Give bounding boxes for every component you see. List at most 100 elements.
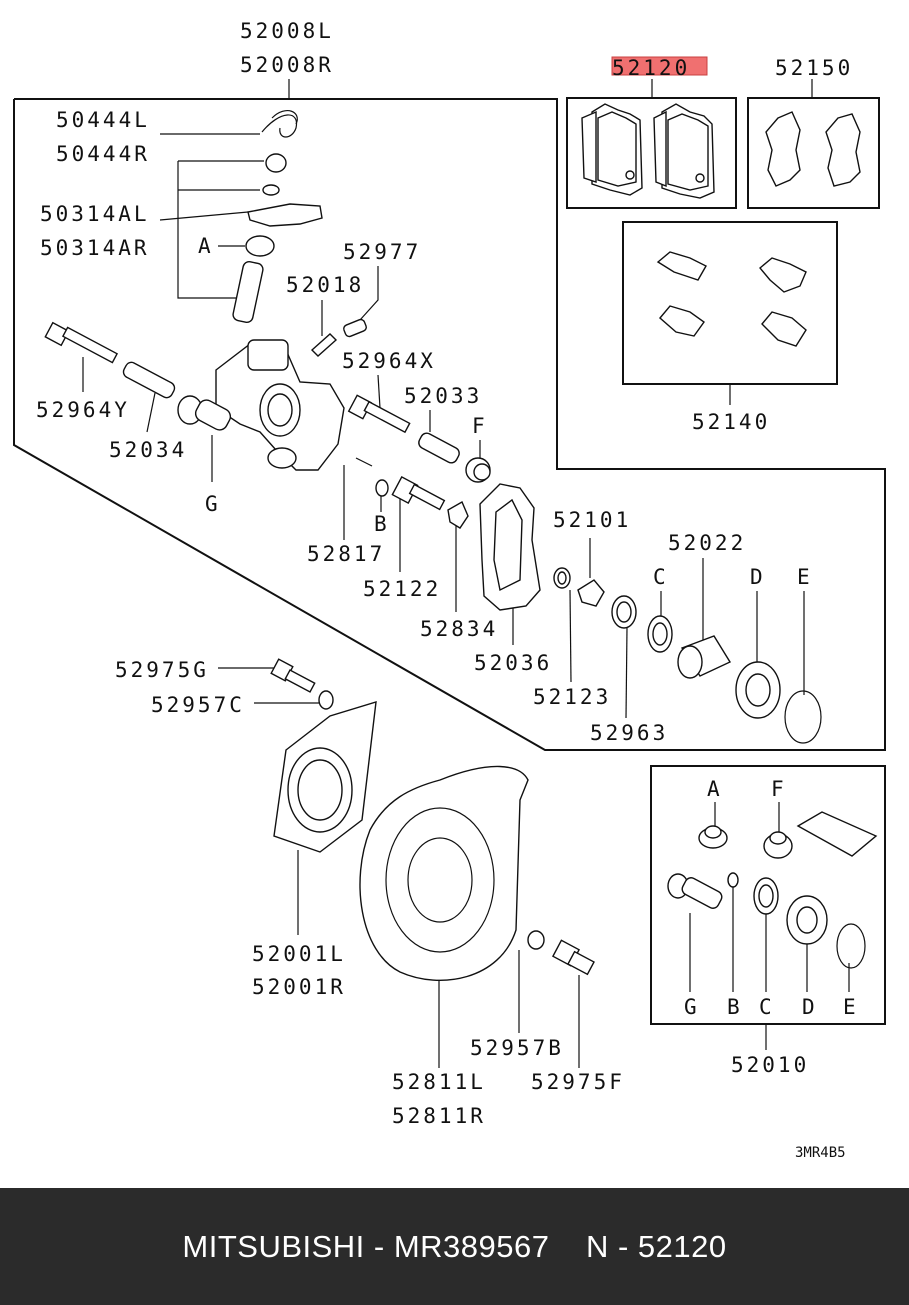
label-50314AR[interactable]: 50314AR xyxy=(40,236,150,260)
washer-B[interactable] xyxy=(375,479,389,497)
label-52963[interactable]: 52963 xyxy=(590,721,668,745)
washer[interactable] xyxy=(262,184,280,196)
label-50444L[interactable]: 50444L xyxy=(56,108,150,132)
label-52036[interactable]: 52036 xyxy=(474,651,552,675)
pin-52034[interactable] xyxy=(121,360,176,399)
label-52977[interactable]: 52977 xyxy=(343,240,421,264)
caliper-body[interactable] xyxy=(215,339,345,471)
label-52008R[interactable]: 52008R xyxy=(240,53,334,77)
label-C-kit[interactable]: C xyxy=(759,995,775,1019)
pin-52033[interactable] xyxy=(417,431,462,465)
label-A-caliper[interactable]: A xyxy=(198,234,214,258)
label-F-kit[interactable]: F xyxy=(771,777,787,801)
piston-boot-D[interactable] xyxy=(735,661,781,719)
spring-52123[interactable] xyxy=(553,567,571,589)
washer-52957C[interactable] xyxy=(318,690,334,710)
label-D-kit[interactable]: D xyxy=(802,995,818,1019)
kit-boot-A[interactable] xyxy=(698,825,728,849)
label-52975F[interactable]: 52975F xyxy=(531,1070,625,1094)
label-52811L[interactable]: 52811L xyxy=(392,1070,486,1094)
kit-boot-F[interactable] xyxy=(763,831,793,859)
label-52122[interactable]: 52122 xyxy=(363,577,441,601)
label-E-kit[interactable]: E xyxy=(843,995,859,1019)
label-52010[interactable]: 52010 xyxy=(731,1053,809,1077)
label-52001L[interactable]: 52001L xyxy=(252,942,346,966)
shim-box xyxy=(747,97,880,209)
label-52008L[interactable]: 52008L xyxy=(240,19,334,43)
exploded-parts-diagram: 52008L 52008R 52120 52150 50444L 50444R … xyxy=(13,19,886,1161)
washer-52957B[interactable] xyxy=(527,930,545,950)
piston-52022[interactable] xyxy=(677,635,732,679)
pin-52817[interactable] xyxy=(355,457,373,467)
adapter-52001[interactable] xyxy=(273,701,377,853)
bolt-52122[interactable] xyxy=(391,475,446,511)
kit-snap-ring-E[interactable] xyxy=(836,923,866,969)
label-52964X[interactable]: 52964X xyxy=(342,349,436,373)
caliper-assembly-frame xyxy=(13,98,886,751)
label-52018[interactable]: 52018 xyxy=(286,273,364,297)
bolt-52964X[interactable] xyxy=(347,394,411,434)
label-52140[interactable]: 52140 xyxy=(692,410,770,434)
label-50314AL[interactable]: 50314AL xyxy=(40,202,150,226)
footer-part-caption: MITSUBISHI - MR389567 N - 52120 xyxy=(182,1228,727,1264)
label-A-kit[interactable]: A xyxy=(707,777,723,801)
boot-A[interactable] xyxy=(245,235,275,257)
grease-pack[interactable] xyxy=(796,811,878,857)
lever-shaft[interactable] xyxy=(232,260,264,324)
kit-washer-B[interactable] xyxy=(727,872,739,888)
bolt-52975G[interactable] xyxy=(270,658,316,693)
cap-52977[interactable] xyxy=(343,318,368,338)
seal-kit-box xyxy=(650,765,886,1025)
label-52811R[interactable]: 52811R xyxy=(392,1104,486,1128)
brake-pad-set[interactable] xyxy=(581,103,715,199)
label-52957B[interactable]: 52957B xyxy=(470,1036,564,1060)
label-52834[interactable]: 52834 xyxy=(420,617,498,641)
clip-52834[interactable] xyxy=(447,501,469,529)
bolt-52975F[interactable] xyxy=(551,939,595,976)
snap-ring-E[interactable] xyxy=(784,690,822,744)
kit-boot-G[interactable] xyxy=(667,873,724,910)
footer-banner: MITSUBISHI - MR389567 N - 52120 xyxy=(0,1188,909,1305)
bleeder-52018[interactable] xyxy=(310,333,338,357)
small-nut[interactable] xyxy=(265,153,287,173)
label-52022[interactable]: 52022 xyxy=(668,531,746,555)
label-52034[interactable]: 52034 xyxy=(109,438,187,462)
label-D-caliper[interactable]: D xyxy=(750,565,766,589)
leader-lines xyxy=(82,79,850,1068)
label-52964Y[interactable]: 52964Y xyxy=(36,398,130,422)
label-C-caliper[interactable]: C xyxy=(653,565,669,589)
label-52101[interactable]: 52101 xyxy=(553,508,631,532)
clip-box xyxy=(622,221,838,385)
label-G-caliper[interactable]: G xyxy=(205,492,221,516)
spring-50444[interactable] xyxy=(261,109,298,138)
parking-lever-50314A[interactable] xyxy=(247,203,323,227)
label-52123[interactable]: 52123 xyxy=(533,685,611,709)
label-52817[interactable]: 52817 xyxy=(307,542,385,566)
label-E-caliper[interactable]: E xyxy=(797,565,813,589)
kit-seal-C[interactable] xyxy=(753,877,779,915)
kit-boot-D[interactable] xyxy=(786,895,828,945)
label-50444R[interactable]: 50444R xyxy=(56,142,150,166)
label-52033[interactable]: 52033 xyxy=(404,384,482,408)
boot-F[interactable] xyxy=(465,457,491,483)
piston-seal-C[interactable] xyxy=(647,615,673,653)
label-52957C[interactable]: 52957C xyxy=(151,693,245,717)
pad-shim-set[interactable] xyxy=(765,111,861,187)
label-52001R[interactable]: 52001R xyxy=(252,975,346,999)
label-G-kit[interactable]: G xyxy=(684,995,700,1019)
ring-52963[interactable] xyxy=(611,595,637,629)
support-bracket-52036[interactable] xyxy=(479,483,541,611)
label-52975G[interactable]: 52975G xyxy=(115,658,209,682)
bolt-52964Y[interactable] xyxy=(44,321,119,364)
pad-clip-set[interactable] xyxy=(656,251,807,347)
boot-G[interactable] xyxy=(177,395,233,433)
label-52120[interactable]: 52120 xyxy=(612,56,690,80)
dust-shield-52811[interactable] xyxy=(359,765,529,982)
selected-part-highlight[interactable] xyxy=(611,56,708,76)
label-52150[interactable]: 52150 xyxy=(775,56,853,80)
clip-52101[interactable] xyxy=(577,579,605,607)
label-B-caliper[interactable]: B xyxy=(374,512,390,536)
label-F-caliper[interactable]: F xyxy=(472,414,488,438)
diagram-reference-code: 3MR4B5 xyxy=(795,1145,846,1161)
label-B-kit[interactable]: B xyxy=(727,995,743,1019)
